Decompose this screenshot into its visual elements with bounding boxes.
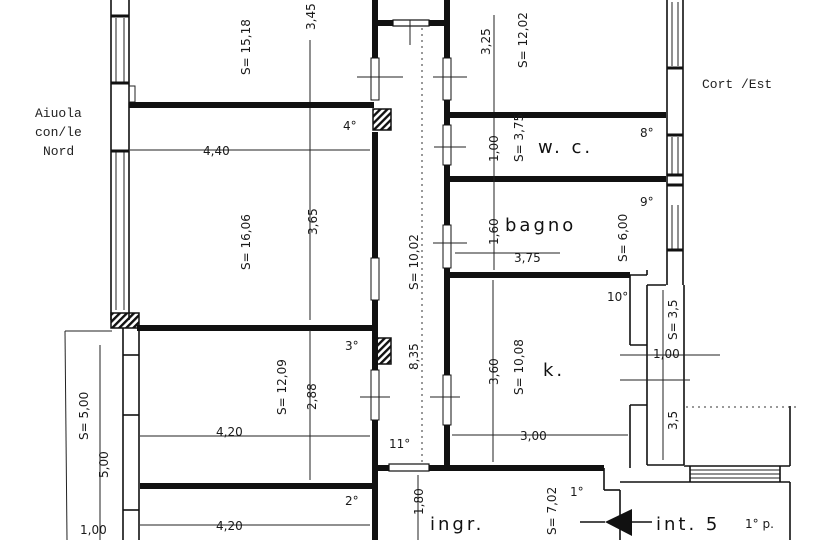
bagno-area: S= 6,00 — [616, 214, 630, 262]
dimension-lines — [99, 15, 720, 540]
balcony-length: 3,5 — [666, 411, 680, 430]
bagno-number: 9° — [640, 195, 654, 209]
wc-number: 8° — [640, 126, 654, 140]
room4b-area: S= 16,06 — [239, 214, 253, 270]
room4-number: 4° — [343, 119, 357, 133]
label-con-le: con/le — [35, 125, 82, 140]
room3-depth: 2,88 — [305, 383, 319, 410]
ingresso-number: 1° — [570, 485, 584, 499]
left-outer-wall — [110, 0, 136, 320]
door-markers — [357, 20, 467, 426]
room4-area: S= 15,18 — [239, 19, 253, 75]
kitchen-area: S= 10,08 — [512, 339, 526, 395]
entrance-arrow-icon — [605, 509, 632, 536]
terrace-left — [64, 328, 140, 540]
room3-width: 4,20 — [216, 425, 243, 439]
ingresso-label: ingr. — [430, 514, 484, 535]
wc-depth: 1,00 — [487, 135, 501, 162]
terrace-width: 1,00 — [80, 523, 107, 537]
label-cort-est: Cort /Est — [702, 77, 772, 92]
right-outer-wall — [646, 0, 685, 466]
room3-area: S= 12,09 — [275, 359, 289, 415]
bagno-label: bagno — [505, 215, 576, 236]
floor-label: 1° p. — [745, 517, 774, 531]
wc-label: w. c. — [538, 137, 593, 158]
terrace-area: S= 5,00 — [77, 392, 91, 440]
pillars — [110, 108, 392, 365]
terrace-length: 5,00 — [97, 451, 111, 478]
label-nord: Nord — [43, 144, 74, 159]
interior-walls — [129, 0, 666, 540]
bagno-width: 3,75 — [514, 251, 541, 265]
kitchen-width: 3,00 — [520, 429, 547, 443]
wc-area: S= 3,75 — [512, 114, 526, 162]
label-aiuola: Aiuola — [35, 106, 82, 121]
room4-depth: 3,45 — [304, 3, 318, 30]
topright-depth: 3,25 — [479, 28, 493, 55]
ingresso-area: S= 7,02 — [545, 487, 559, 535]
kitchen-depth: 3,60 — [487, 358, 501, 385]
kitchen-label: k. — [543, 360, 565, 381]
entrance-label: int. 5 — [656, 514, 720, 535]
room2-width: 4,20 — [216, 519, 243, 533]
ingresso-depth: 1,80 — [412, 488, 426, 515]
room2-number: 2° — [345, 494, 359, 508]
corridor-number: 11° — [389, 437, 410, 451]
topright-area: S= 12,02 — [516, 12, 530, 68]
bagno-depth: 1,60 — [487, 218, 501, 245]
room4b-width: 4,40 — [203, 144, 230, 158]
corridor-area: S= 10,02 — [407, 234, 421, 290]
balcony-area: S= 3,5 — [666, 299, 680, 340]
entrance-area — [580, 406, 800, 540]
room3-number: 3° — [345, 339, 359, 353]
room4b-depth: 3,65 — [306, 208, 320, 235]
kitchen-number: 10° — [607, 290, 628, 304]
corridor-length: 8,35 — [407, 343, 421, 370]
balcony-width: 1,00 — [653, 347, 680, 361]
